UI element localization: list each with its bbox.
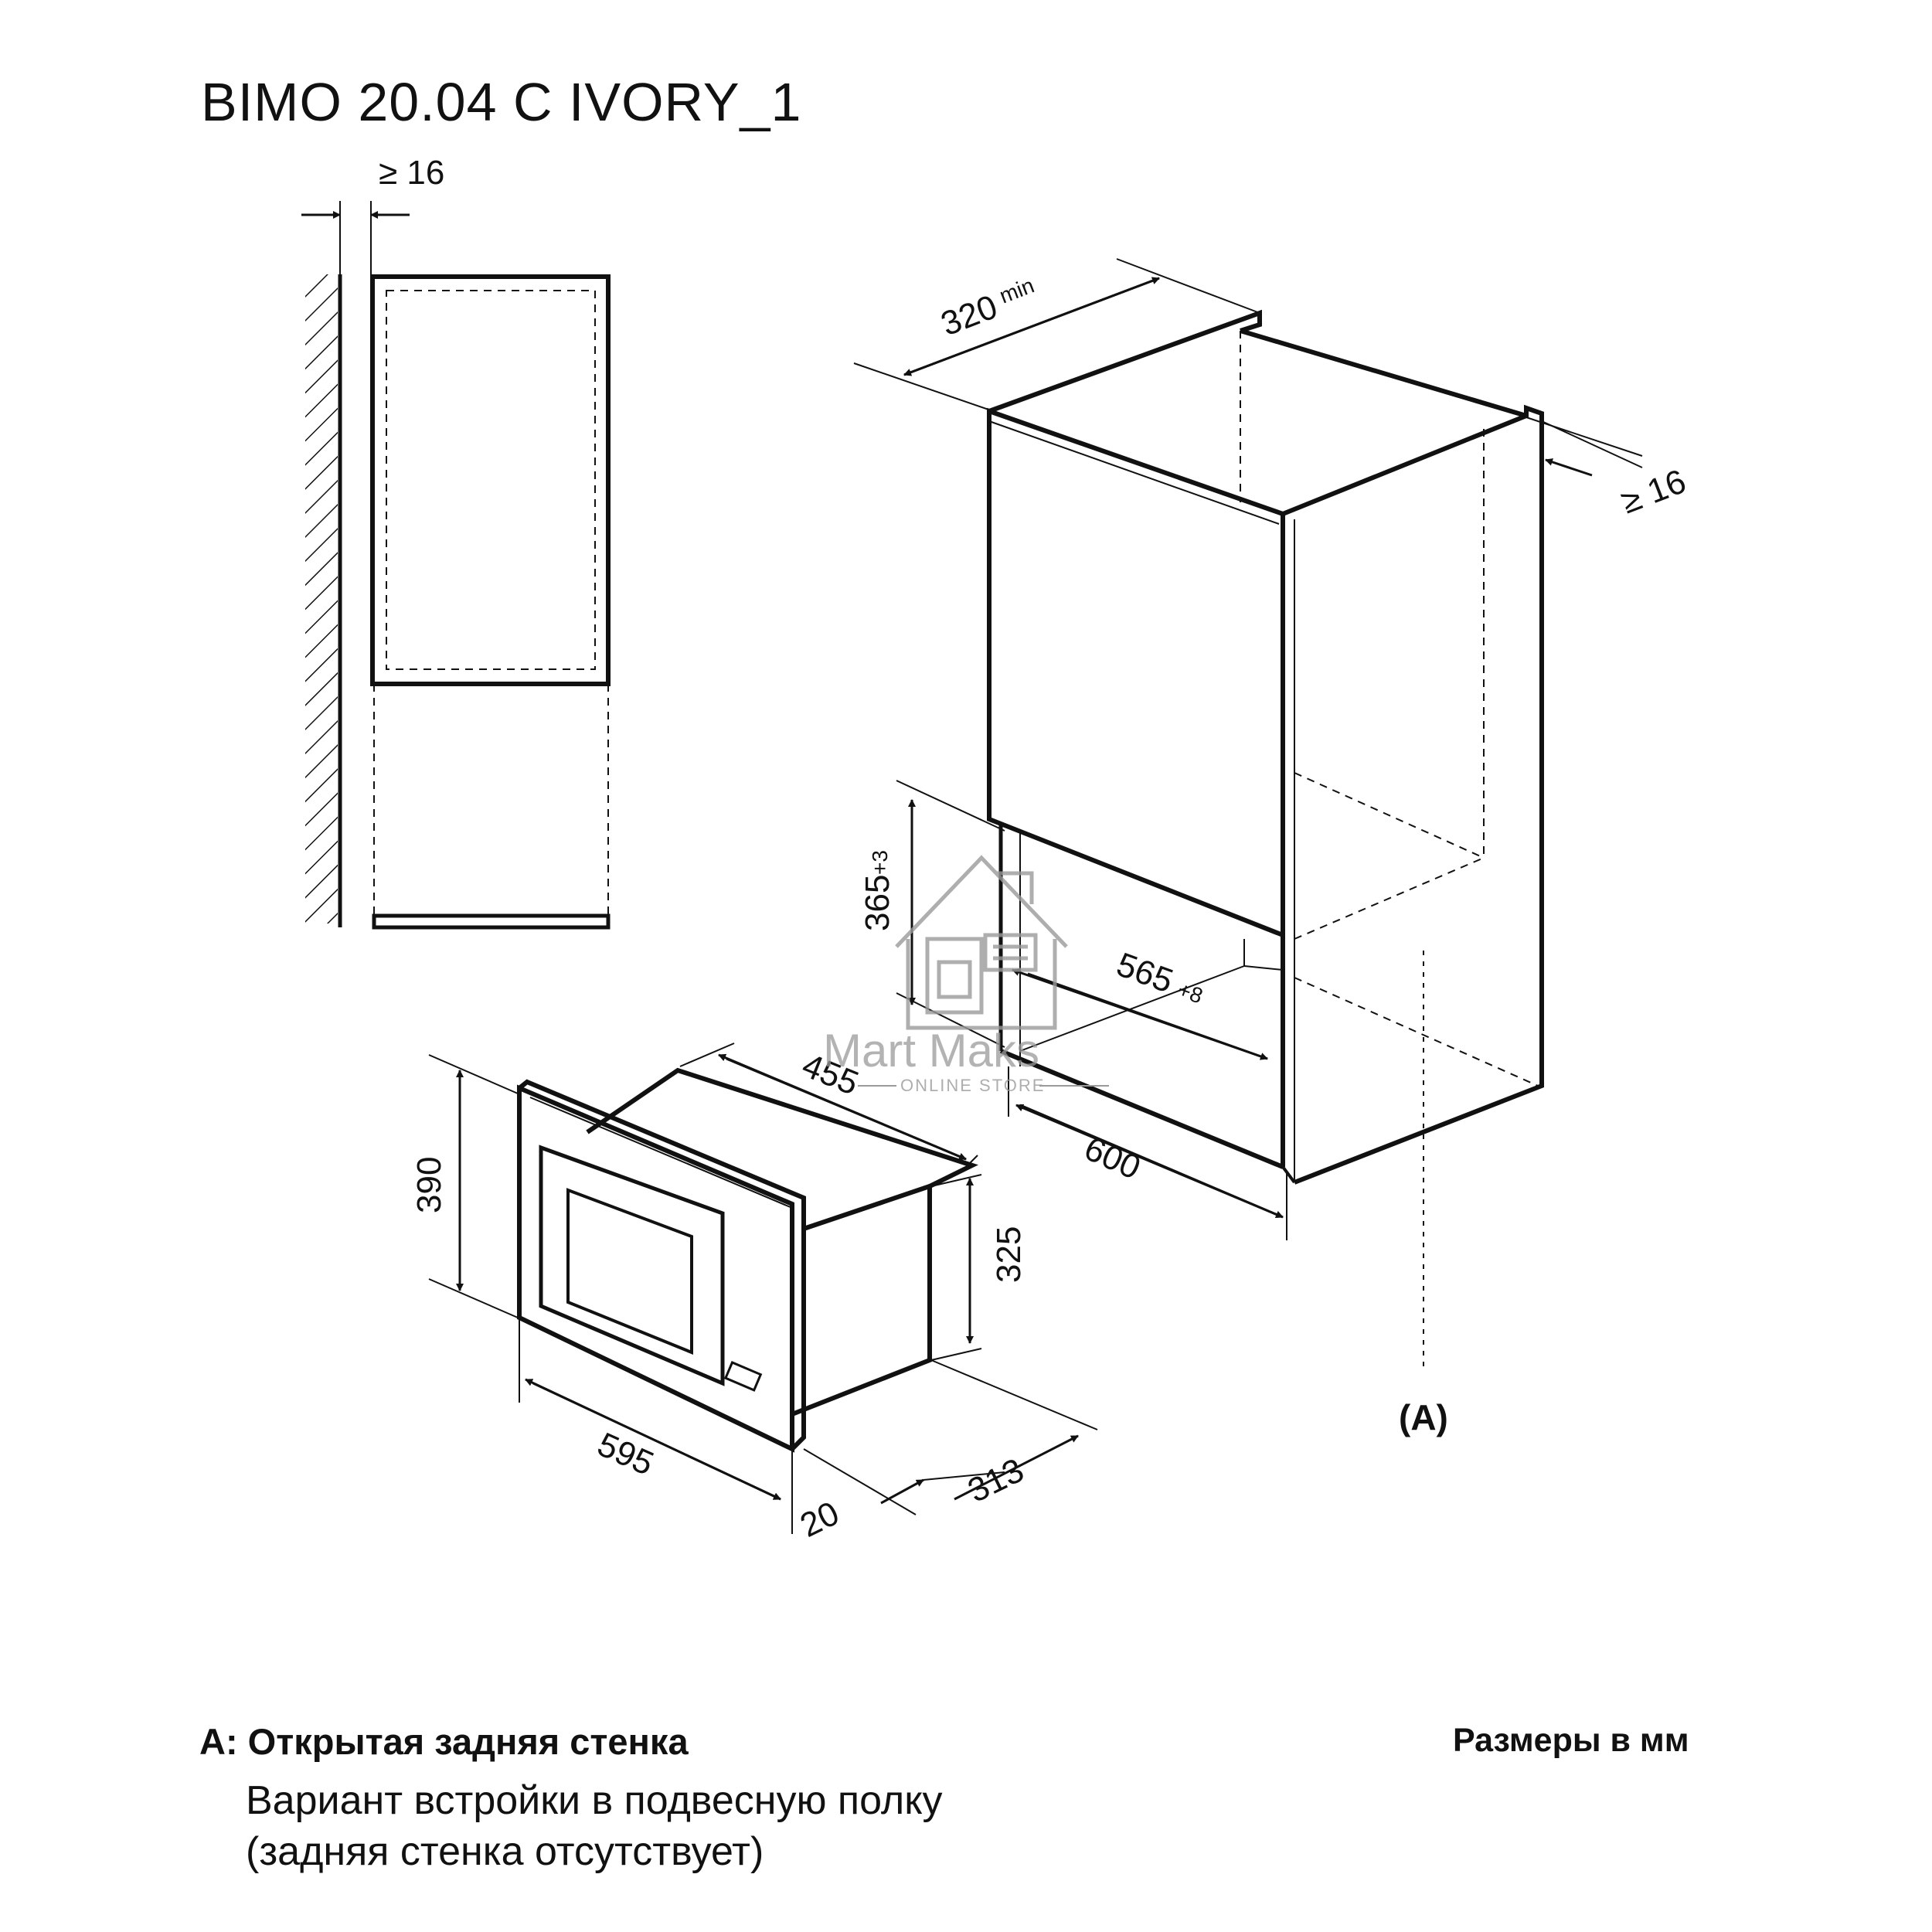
- legend-description-line2: (задняя стенка отсутствует): [246, 1829, 764, 1874]
- cabinet-depth-suffix: min: [996, 273, 1037, 308]
- wall-gap-label: ≥ 16: [379, 154, 444, 192]
- watermark-brand: Mart Maks: [823, 1025, 1039, 1077]
- oven-body-depth-label: 313: [962, 1451, 1029, 1510]
- oven-button: [723, 1361, 763, 1392]
- legend-a-label: A: Открытая задняя стенка: [199, 1721, 689, 1762]
- back-gap-label: ≥ 16: [1616, 462, 1691, 521]
- legend-description-line1: Вариант встройки в подвесную полку: [246, 1778, 943, 1823]
- niche-height-tol: +3: [868, 850, 892, 875]
- oven-dimensions: [428, 1043, 1098, 1534]
- side-view: ≥ 16: [301, 154, 611, 930]
- cabinet-left-panel: [987, 407, 1285, 939]
- watermark: Mart Maks ONLINE STORE: [823, 855, 1109, 1095]
- oven-front-height-label: 390: [410, 1157, 448, 1213]
- house-icon: [895, 855, 1068, 1030]
- side-cabinet: [370, 274, 611, 686]
- niche-width-label: 565: [1112, 945, 1179, 1000]
- oven-front-width-label: 595: [592, 1425, 659, 1483]
- page-title: BIMO 20.04 C IVORY_1: [201, 72, 802, 132]
- cabinet-dimensions: [853, 258, 1643, 1240]
- oven-front-thickness-label: 20: [794, 1494, 845, 1545]
- niche-height-label: 365: [859, 875, 896, 931]
- oven-body-height-label: 325: [990, 1226, 1028, 1283]
- marker-a: (A): [1399, 1397, 1448, 1437]
- oven-window-outer: [539, 1145, 725, 1386]
- oven-window-inner: [566, 1188, 693, 1355]
- watermark-sub: ONLINE STORE: [900, 1076, 1045, 1095]
- oven-view: [517, 1067, 978, 1453]
- cabinet-view: [987, 309, 1544, 1368]
- side-shelf: [372, 913, 611, 930]
- wall-hatch: [305, 274, 338, 923]
- cabinet-width-label: 600: [1079, 1129, 1146, 1187]
- cabinet-depth-label: 320: [936, 287, 1002, 343]
- units-note: Размеры в мм: [1453, 1722, 1689, 1759]
